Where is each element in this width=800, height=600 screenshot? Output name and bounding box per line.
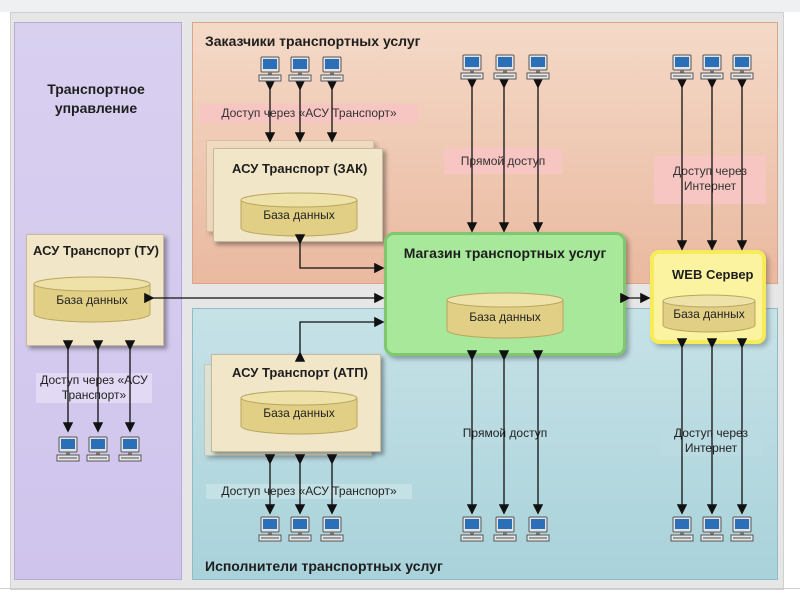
- customers-panel-title: Заказчики транспортных услуг: [205, 33, 421, 49]
- arrow-icon: [294, 234, 385, 274]
- background-band: [0, 0, 800, 12]
- computer-terminal-icon: [700, 516, 724, 546]
- store-db-label: База данных: [469, 310, 541, 324]
- web-server-title: WEB Сервер: [672, 267, 754, 282]
- computer-terminal-icon: [288, 516, 312, 546]
- asu-zak-db-label: База данных: [263, 208, 335, 222]
- computer-terminal-icon: [493, 516, 517, 546]
- computer-terminal-icon: [320, 56, 344, 86]
- asu-tu-db-label: База данных: [56, 293, 128, 307]
- computer-terminal-icon: [460, 516, 484, 546]
- asu-tu-title: АСУ Транспорт (ТУ): [33, 243, 159, 258]
- arrow-icon: [294, 316, 385, 362]
- computer-terminal-icon: [118, 436, 142, 466]
- computer-terminal-icon: [526, 54, 550, 84]
- computer-terminal-icon: [670, 54, 694, 84]
- store-database: База данных: [446, 292, 564, 340]
- database-cylinder-icon: [240, 192, 358, 237]
- computer-terminal-icon: [258, 516, 282, 546]
- database-cylinder-icon: [662, 294, 756, 333]
- computer-terminal-icon: [730, 516, 754, 546]
- computer-terminal-icon: [288, 56, 312, 86]
- computer-terminal-icon: [670, 516, 694, 546]
- database-cylinder-icon: [33, 276, 151, 323]
- asu-atp-db-label: База данных: [263, 406, 335, 420]
- web-db-label: База данных: [673, 307, 745, 321]
- asu-zak-title: АСУ Транспорт (ЗАК): [232, 161, 368, 176]
- asu-atp-title: АСУ Транспорт (АТП): [232, 365, 368, 380]
- computer-terminal-icon: [700, 54, 724, 84]
- computer-terminal-icon: [460, 54, 484, 84]
- store-title: Магазин транспортных услуг: [403, 245, 607, 261]
- computer-terminal-icon: [320, 516, 344, 546]
- executors-panel-title: Исполнители транспортных услуг: [205, 558, 443, 574]
- transport-management-title: Транспортное управление: [47, 81, 145, 116]
- asu-atp-database: База данных: [240, 390, 358, 436]
- asu-zak-database: База данных: [240, 192, 358, 238]
- computer-terminal-icon: [56, 436, 80, 466]
- computer-terminal-icon: [526, 516, 550, 546]
- computer-terminal-icon: [493, 54, 517, 84]
- computer-terminal-icon: [730, 54, 754, 84]
- database-cylinder-icon: [446, 292, 564, 339]
- computer-terminal-icon: [258, 56, 282, 86]
- web-database: База данных: [662, 294, 756, 334]
- asu-tu-database: База данных: [33, 276, 151, 324]
- database-cylinder-icon: [240, 390, 358, 435]
- computer-terminal-icon: [86, 436, 110, 466]
- footer-line: [0, 588, 800, 589]
